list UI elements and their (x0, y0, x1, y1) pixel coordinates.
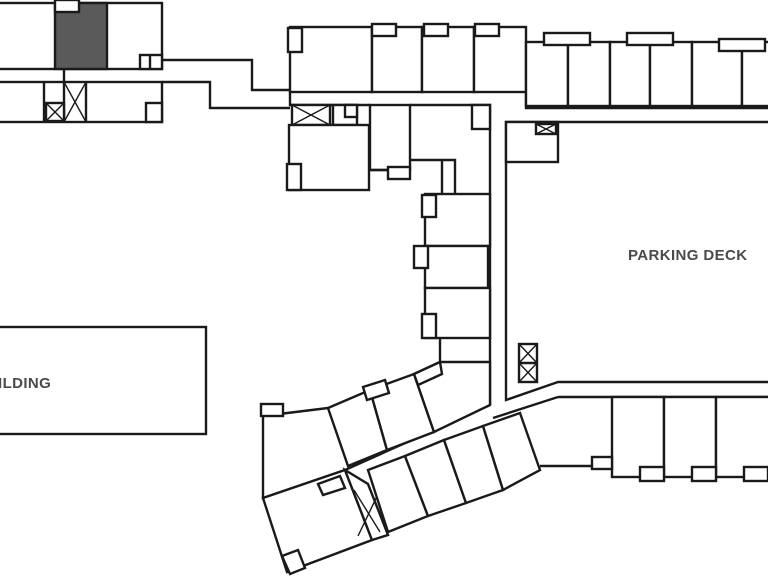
room-spine-2[interactable] (423, 244, 490, 290)
room-core-mid[interactable] (368, 103, 412, 172)
top-left-wing (0, 0, 164, 124)
door-tm-4 (473, 22, 501, 38)
door-tm-1 (286, 26, 304, 54)
room-sw-lobby[interactable] (342, 467, 390, 542)
left-building: ILDING (0, 325, 208, 436)
room-tm-4[interactable] (472, 25, 528, 94)
central-spine (412, 192, 492, 362)
door-core-mid (386, 165, 412, 181)
top-right-wing (524, 31, 768, 110)
door-sw-2 (361, 378, 391, 402)
room-tl-corner (144, 101, 164, 124)
door-tr-2 (625, 31, 675, 47)
room-tr-2[interactable] (566, 40, 612, 108)
building-label: ILDING (0, 375, 51, 392)
door-sw-3 (412, 360, 444, 387)
room-br-1[interactable] (610, 395, 666, 479)
room-sw-8[interactable] (481, 411, 542, 492)
door-core-left (285, 162, 303, 192)
door-core-tr (470, 103, 492, 131)
parking-deck-area: PARKING DECK (504, 120, 768, 402)
door-spine-3 (420, 312, 438, 340)
door-sw-4 (280, 548, 307, 576)
room-tr-3[interactable] (608, 40, 652, 108)
angled-south-wing (259, 360, 542, 576)
door-sw-top (259, 402, 285, 418)
door-tr-3 (717, 37, 767, 53)
door-br-1 (638, 465, 666, 483)
door-tm-2 (370, 22, 398, 38)
door-br-3 (742, 465, 768, 483)
connector-corridor (162, 58, 290, 110)
top-middle-wing (286, 22, 528, 106)
bottom-right-wing (492, 395, 768, 483)
door-br-link (590, 455, 614, 471)
parking-deck-label: PARKING DECK (628, 247, 748, 264)
door-core-small (343, 103, 359, 119)
room-br-3[interactable] (714, 395, 768, 479)
door-spine-2 (412, 244, 430, 270)
door-tr-1 (542, 31, 592, 47)
room-tl-lower[interactable] (0, 80, 164, 124)
door-sw-link (316, 474, 347, 497)
room-tm-1[interactable] (288, 25, 374, 94)
building-left-outline[interactable] (0, 325, 208, 436)
room-tr-1[interactable] (524, 40, 570, 108)
door-spine-1 (420, 193, 438, 219)
central-core (285, 92, 492, 405)
door-br-2 (690, 465, 718, 483)
highlighted-room[interactable] (53, 1, 109, 71)
room-br-2[interactable] (662, 395, 718, 479)
room-tm-2[interactable] (370, 25, 424, 94)
room-tl-notch (53, 0, 81, 14)
door-tm-3 (422, 22, 450, 38)
room-tr-4[interactable] (648, 40, 694, 108)
